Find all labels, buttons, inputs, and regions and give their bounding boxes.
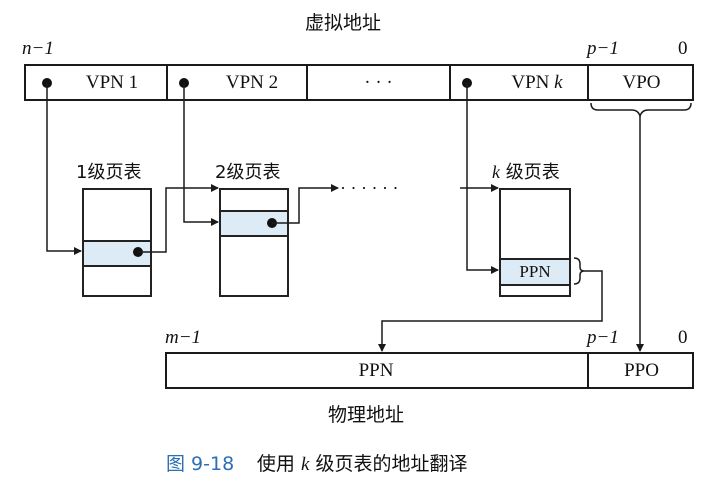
- levelk-table-entry: PPN: [501, 258, 569, 286]
- ppo-label: PPO: [624, 359, 659, 381]
- vpn1-field: VPN 1: [24, 64, 168, 101]
- vpnk-arrow: [466, 83, 499, 274]
- vpn2-label: VPN 2: [225, 71, 279, 93]
- figure-caption: 图 9-18 使用 k 级页表的地址翻译: [166, 449, 467, 476]
- figure-title: 使用 k 级页表的地址翻译: [256, 453, 468, 475]
- physical-address-bar: [165, 352, 694, 389]
- pa-ppo-bit-label: p−1: [587, 327, 619, 348]
- level2-table-label: 2级页表: [215, 162, 281, 183]
- pa-high-bit-label: m−1: [165, 327, 202, 348]
- ppn-entry-brace: [573, 257, 585, 285]
- figure-number: 图 9-18: [166, 453, 235, 475]
- virtual-address-bar: [24, 64, 694, 101]
- vpnk-field: VPN k: [451, 64, 589, 101]
- level2-page-table: [219, 188, 289, 297]
- vpn2-field: VPN 2: [168, 64, 308, 101]
- level1-page-table: [82, 188, 152, 297]
- levelk-page-table: PPN: [499, 188, 571, 297]
- ppn-label: PPN: [358, 359, 394, 381]
- vpn1-label: VPN 1: [85, 71, 139, 93]
- level2-to-next-arrow: [272, 184, 339, 224]
- physical-address-title: 物理地址: [328, 404, 405, 426]
- vpn-ellipsis-label: · · ·: [364, 71, 393, 93]
- vpo-brace: [590, 102, 692, 119]
- ppn-to-physical-arrow: [378, 270, 603, 352]
- va-high-bit-label: n−1: [22, 38, 54, 59]
- level1-to-level2-arrow: [138, 184, 219, 253]
- vpo-label: VPO: [622, 71, 661, 93]
- level1-table-label: 1级页表: [76, 162, 142, 183]
- levelk-entry-ppn: PPN: [519, 262, 551, 281]
- vpnk-label: VPN k: [511, 71, 563, 93]
- va-low-bit-label: 0: [678, 38, 688, 59]
- levelk-table-label: k 级页表: [492, 162, 560, 183]
- ppo-field: PPO: [589, 352, 694, 389]
- vpn1-arrow: [46, 83, 82, 255]
- tables-ellipsis: · · · · · ·: [340, 178, 399, 198]
- vpn-ellipsis-field: · · ·: [308, 64, 451, 101]
- ppn-field: PPN: [165, 352, 589, 389]
- va-vpo-bit-label: p−1: [587, 38, 619, 59]
- vpo-field: VPO: [589, 64, 694, 101]
- vpn2-arrow: [183, 83, 219, 226]
- pa-low-bit-label: 0: [678, 327, 688, 348]
- virtual-address-title: 虚拟地址: [305, 12, 382, 34]
